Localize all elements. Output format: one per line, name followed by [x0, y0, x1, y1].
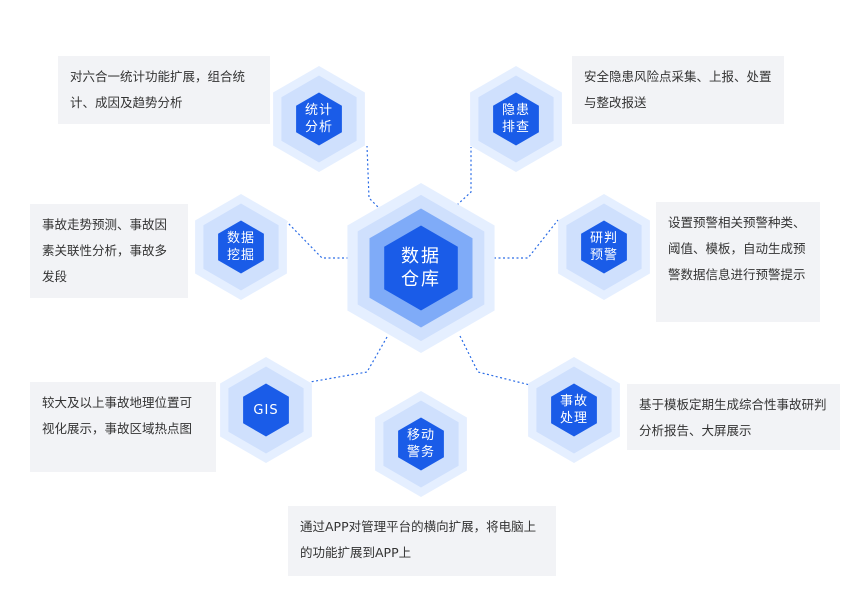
hexagon-layer-2: [243, 383, 289, 437]
hex-stats-analysis: 统计 分析: [273, 66, 365, 172]
hex-data-mining: 数据 挖掘: [195, 194, 287, 300]
hexagon-shape: [470, 66, 562, 172]
hex-accident-handling: 事故 处理: [528, 357, 620, 463]
hexagon-shape: [347, 183, 495, 353]
hexagon-layer-2: [493, 92, 539, 146]
hex-label-accident-handling: 事故 处理: [559, 394, 588, 426]
hexagon-layer-2: [218, 220, 264, 274]
hexagon-layer-2: [296, 92, 342, 146]
desc-box-hazard: 安全隐患风险点采集、上报、处置与整改报送: [572, 56, 784, 124]
desc-box-accident: 基于模板定期生成综合性事故研判分析报告、大屏展示: [627, 384, 840, 450]
desc-box-gis: 较大及以上事故地理位置可视化展示，事故区域热点图: [30, 382, 216, 472]
hexagon-layer-2: [551, 383, 597, 437]
hex-mobile-police: 移动 警务: [375, 391, 467, 497]
connector-line-3: [494, 219, 559, 259]
desc-box-warning: 设置预警相关预警种类、阈值、模板，自动生成预警数据信息进行预警提示: [656, 202, 820, 322]
hex-label-data-warehouse: 数据 仓库: [401, 246, 441, 290]
connector-line-1: [456, 147, 472, 206]
hex-label-gis: GIS: [253, 402, 279, 418]
hex-label-judgment-warning: 研判 预警: [589, 231, 618, 263]
connector-line-0: [366, 145, 382, 211]
hex-label-mobile-police: 移动 警务: [406, 428, 435, 460]
hexagon-shape: [273, 66, 365, 172]
desc-box-stats: 对六合一统计功能扩展，组合统计、成因及趋势分析: [58, 56, 270, 124]
hex-gis: GIS: [220, 357, 312, 463]
hexagon-shape: [558, 194, 650, 300]
desc-box-mining: 事故走势预测、事故因素关联性分析，事故多发段: [30, 204, 188, 298]
hex-label-stats-analysis: 统计 分析: [304, 103, 333, 135]
hexagon-shape: [528, 357, 620, 463]
hex-label-hazard-inspection: 隐患 排查: [501, 103, 530, 135]
hexagon-layer-3: [384, 225, 458, 311]
hexagon-shape: [220, 357, 312, 463]
hex-judgment-warning: 研判 预警: [558, 194, 650, 300]
desc-box-mobile: 通过APP对管理平台的横向扩展，将电脑上的功能扩展到APP上: [288, 506, 556, 576]
hexagon-shape: [375, 391, 467, 497]
hex-hazard-inspection: 隐患 排查: [470, 66, 562, 172]
hex-data-warehouse: 数据 仓库: [346, 183, 496, 353]
hexagon-layer-2: [581, 220, 627, 274]
connector-line-2: [286, 221, 353, 259]
hexagon-layer-2: [398, 417, 444, 471]
hexagon-shape: [195, 194, 287, 300]
hex-label-data-mining: 数据 挖掘: [226, 231, 255, 263]
